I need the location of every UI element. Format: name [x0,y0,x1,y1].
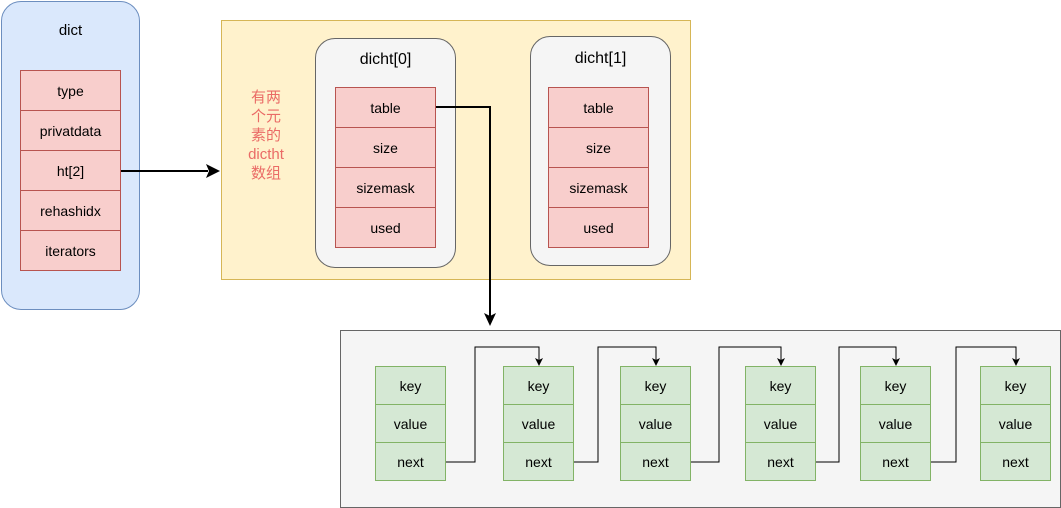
entry-4-value: value [860,404,931,443]
arrowhead-icon [892,358,900,366]
array-note: 有两 个元 素的 dictht 数组 [236,88,296,183]
arrowhead-icon [535,358,543,366]
arrowhead-icon [777,358,785,366]
dict-title: dict [58,22,83,39]
entry-3-value: value [745,404,816,443]
next-pointer-1 [574,346,657,463]
next-pointer-0 [446,346,540,463]
entry-4-next: next [860,442,931,481]
dictht-0-field-size: size [335,127,436,168]
entry-0-key: key [375,366,446,405]
entry-5-value: value [980,404,1051,443]
entry-4-key: key [860,366,931,405]
entry-5-next: next [980,442,1051,481]
dictht-1-field-used: used [548,207,649,248]
next-pointer-3 [816,346,897,463]
dictht-0-field-used: used [335,207,436,248]
entry-0-next: next [375,442,446,481]
entry-2-value: value [620,404,691,443]
arrowhead-icon [206,164,220,178]
dictht-0-title: dicht[0] [359,51,412,68]
dictht-1-title: dicht[1] [574,50,627,67]
note-line: 素的 [250,127,281,144]
entry-3-next: next [745,442,816,481]
entry-1-next: next [503,442,574,481]
next-pointer-4 [931,346,1017,463]
entry-5-key: key [980,366,1051,405]
dictht-1-field-size: size [548,127,649,168]
table-to-buckets-arrow [436,106,491,316]
note-line: 个元 [250,108,281,125]
arrowhead-icon [484,313,496,326]
next-pointer-2 [691,346,782,463]
note-line: 数组 [250,165,281,182]
dict-field-iterators: iterators [20,230,121,271]
dictht-0-field-table: table [335,87,436,128]
note-line: dictht [248,146,284,163]
arrowhead-icon [652,358,660,366]
dictht-1-field-table: table [548,87,649,128]
entry-0-value: value [375,404,446,443]
note-line: 有两 [250,89,281,106]
entry-2-key: key [620,366,691,405]
dict-field-rehashidx: rehashidx [20,190,121,231]
entry-2-next: next [620,442,691,481]
dict-field-privatdata: privatdata [20,110,121,151]
hash-table-buckets [340,330,1061,508]
dictht-0-field-sizemask: sizemask [335,167,436,208]
arrowhead-icon [1012,358,1020,366]
